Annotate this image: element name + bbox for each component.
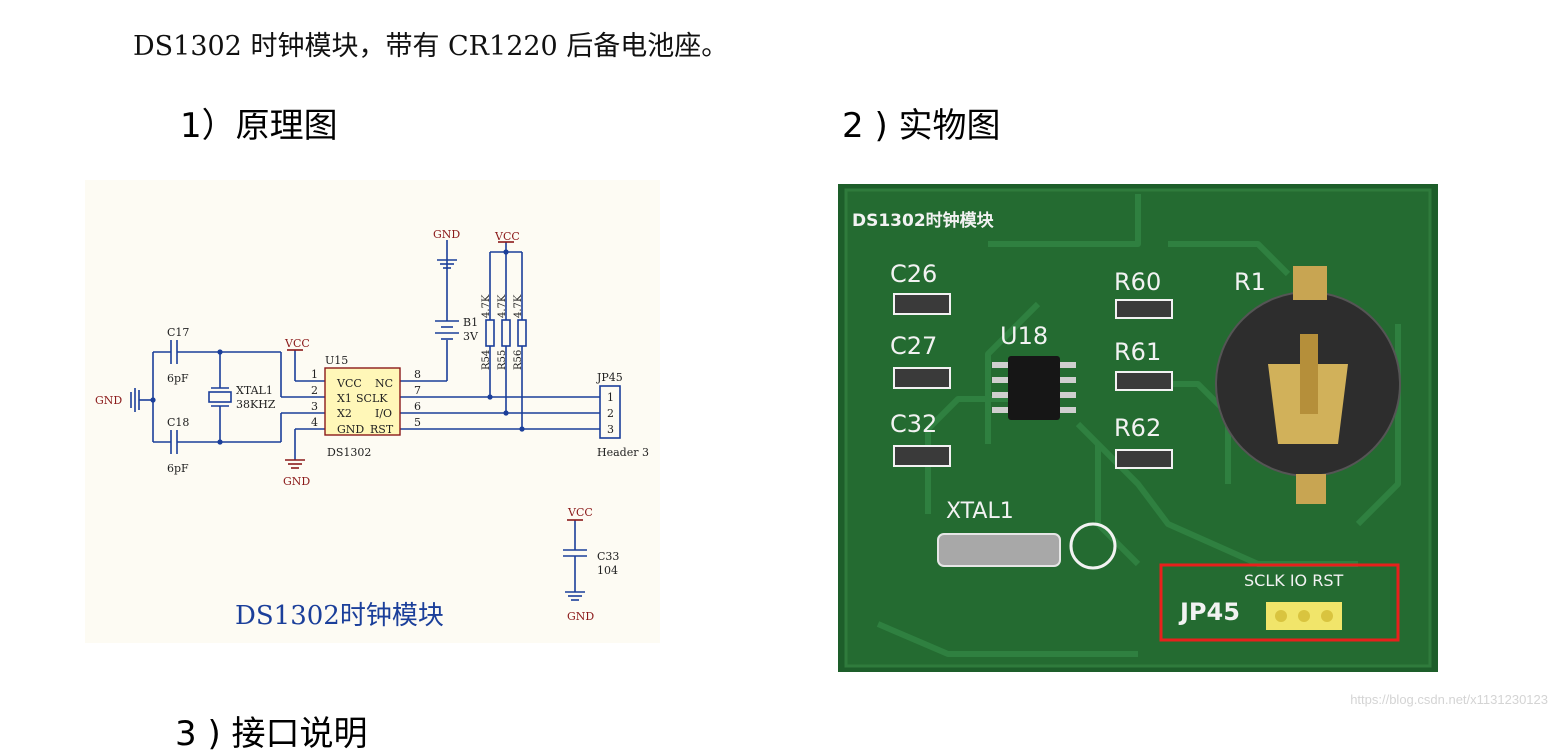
- svg-text:VCC: VCC: [567, 506, 593, 519]
- svg-text:C33: C33: [597, 550, 619, 563]
- svg-text:X1: X1: [337, 392, 352, 405]
- svg-text:3: 3: [311, 400, 318, 413]
- svg-text:4.7K: 4.7K: [513, 294, 524, 318]
- svg-text:R60: R60: [1114, 268, 1161, 296]
- svg-text:3: 3: [607, 423, 614, 436]
- svg-text:6: 6: [414, 400, 421, 413]
- svg-text:C32: C32: [890, 410, 937, 438]
- svg-text:GND: GND: [337, 423, 364, 436]
- pcb-illustration: DS1302时钟模块 C26 C27 C32 U18 R60 R61 R62 R…: [838, 184, 1438, 672]
- svg-text:38KHZ: 38KHZ: [236, 398, 276, 411]
- svg-text:VCC: VCC: [284, 337, 310, 350]
- svg-text:6pF: 6pF: [167, 372, 189, 385]
- svg-text:X2: X2: [337, 407, 352, 420]
- svg-text:DS1302: DS1302: [327, 446, 371, 459]
- schematic-figure: GND VCC GND VCC VCC GND GND C17 6pF C18 …: [85, 180, 660, 643]
- svg-text:7: 7: [414, 384, 421, 397]
- svg-text:4.7K: 4.7K: [481, 294, 492, 318]
- svg-text:JP45: JP45: [596, 371, 623, 384]
- svg-text:DS1302时钟模块: DS1302时钟模块: [235, 601, 444, 631]
- svg-text:104: 104: [597, 564, 618, 577]
- svg-text:R54: R54: [481, 350, 492, 370]
- svg-text:VCC: VCC: [494, 230, 520, 243]
- heading-schematic: 1）原理图: [180, 106, 338, 146]
- svg-text:SCLK: SCLK: [356, 392, 388, 405]
- svg-text:I/O: I/O: [375, 407, 392, 420]
- svg-text:RST: RST: [370, 423, 394, 436]
- svg-text:XTAL1: XTAL1: [236, 384, 273, 397]
- svg-text:R1: R1: [1234, 268, 1266, 296]
- svg-text:1: 1: [607, 391, 614, 404]
- watermark: https://blog.csdn.net/x1131230123: [1350, 692, 1548, 707]
- svg-text:1: 1: [311, 368, 318, 381]
- svg-text:R56: R56: [513, 350, 524, 370]
- svg-text:U15: U15: [325, 354, 348, 367]
- svg-text:SCLK IO RST: SCLK IO RST: [1244, 571, 1343, 590]
- svg-text:C17: C17: [167, 326, 189, 339]
- svg-text:2: 2: [607, 407, 614, 420]
- heading-photo: 2 ) 实物图: [842, 106, 1001, 146]
- svg-text:DS1302时钟模块: DS1302时钟模块: [852, 210, 995, 231]
- svg-text:GND: GND: [433, 228, 460, 241]
- svg-text:R61: R61: [1114, 338, 1161, 366]
- heading-interface: 3 ) 接口说明: [175, 714, 368, 754]
- intro-text: DS1302 时钟模块，带有 CR1220 后备电池座。: [133, 31, 729, 62]
- svg-text:C18: C18: [167, 416, 189, 429]
- svg-text:C27: C27: [890, 332, 937, 360]
- svg-text:6pF: 6pF: [167, 462, 189, 475]
- svg-text:2: 2: [311, 384, 318, 397]
- svg-text:5: 5: [414, 416, 421, 429]
- svg-text:R62: R62: [1114, 414, 1161, 442]
- svg-text:GND: GND: [95, 394, 122, 407]
- svg-text:4: 4: [311, 416, 318, 429]
- schematic-diagram: GND VCC GND VCC VCC GND GND C17 6pF C18 …: [95, 228, 649, 631]
- svg-text:Header 3: Header 3: [597, 446, 649, 459]
- svg-text:JP45: JP45: [1178, 598, 1240, 626]
- svg-text:XTAL1: XTAL1: [946, 499, 1014, 524]
- svg-text:VCC: VCC: [336, 377, 362, 390]
- svg-text:8: 8: [414, 368, 421, 381]
- svg-text:3V: 3V: [463, 330, 479, 343]
- pcb-photo: DS1302时钟模块 C26 C27 C32 U18 R60 R61 R62 R…: [838, 184, 1438, 672]
- svg-text:GND: GND: [567, 610, 594, 623]
- svg-text:R55: R55: [497, 350, 508, 370]
- svg-text:NC: NC: [375, 377, 393, 390]
- svg-text:C26: C26: [890, 260, 937, 288]
- svg-text:B1: B1: [463, 316, 478, 329]
- svg-text:4.7K: 4.7K: [497, 294, 508, 318]
- svg-text:U18: U18: [1000, 322, 1048, 350]
- svg-text:GND: GND: [283, 475, 310, 488]
